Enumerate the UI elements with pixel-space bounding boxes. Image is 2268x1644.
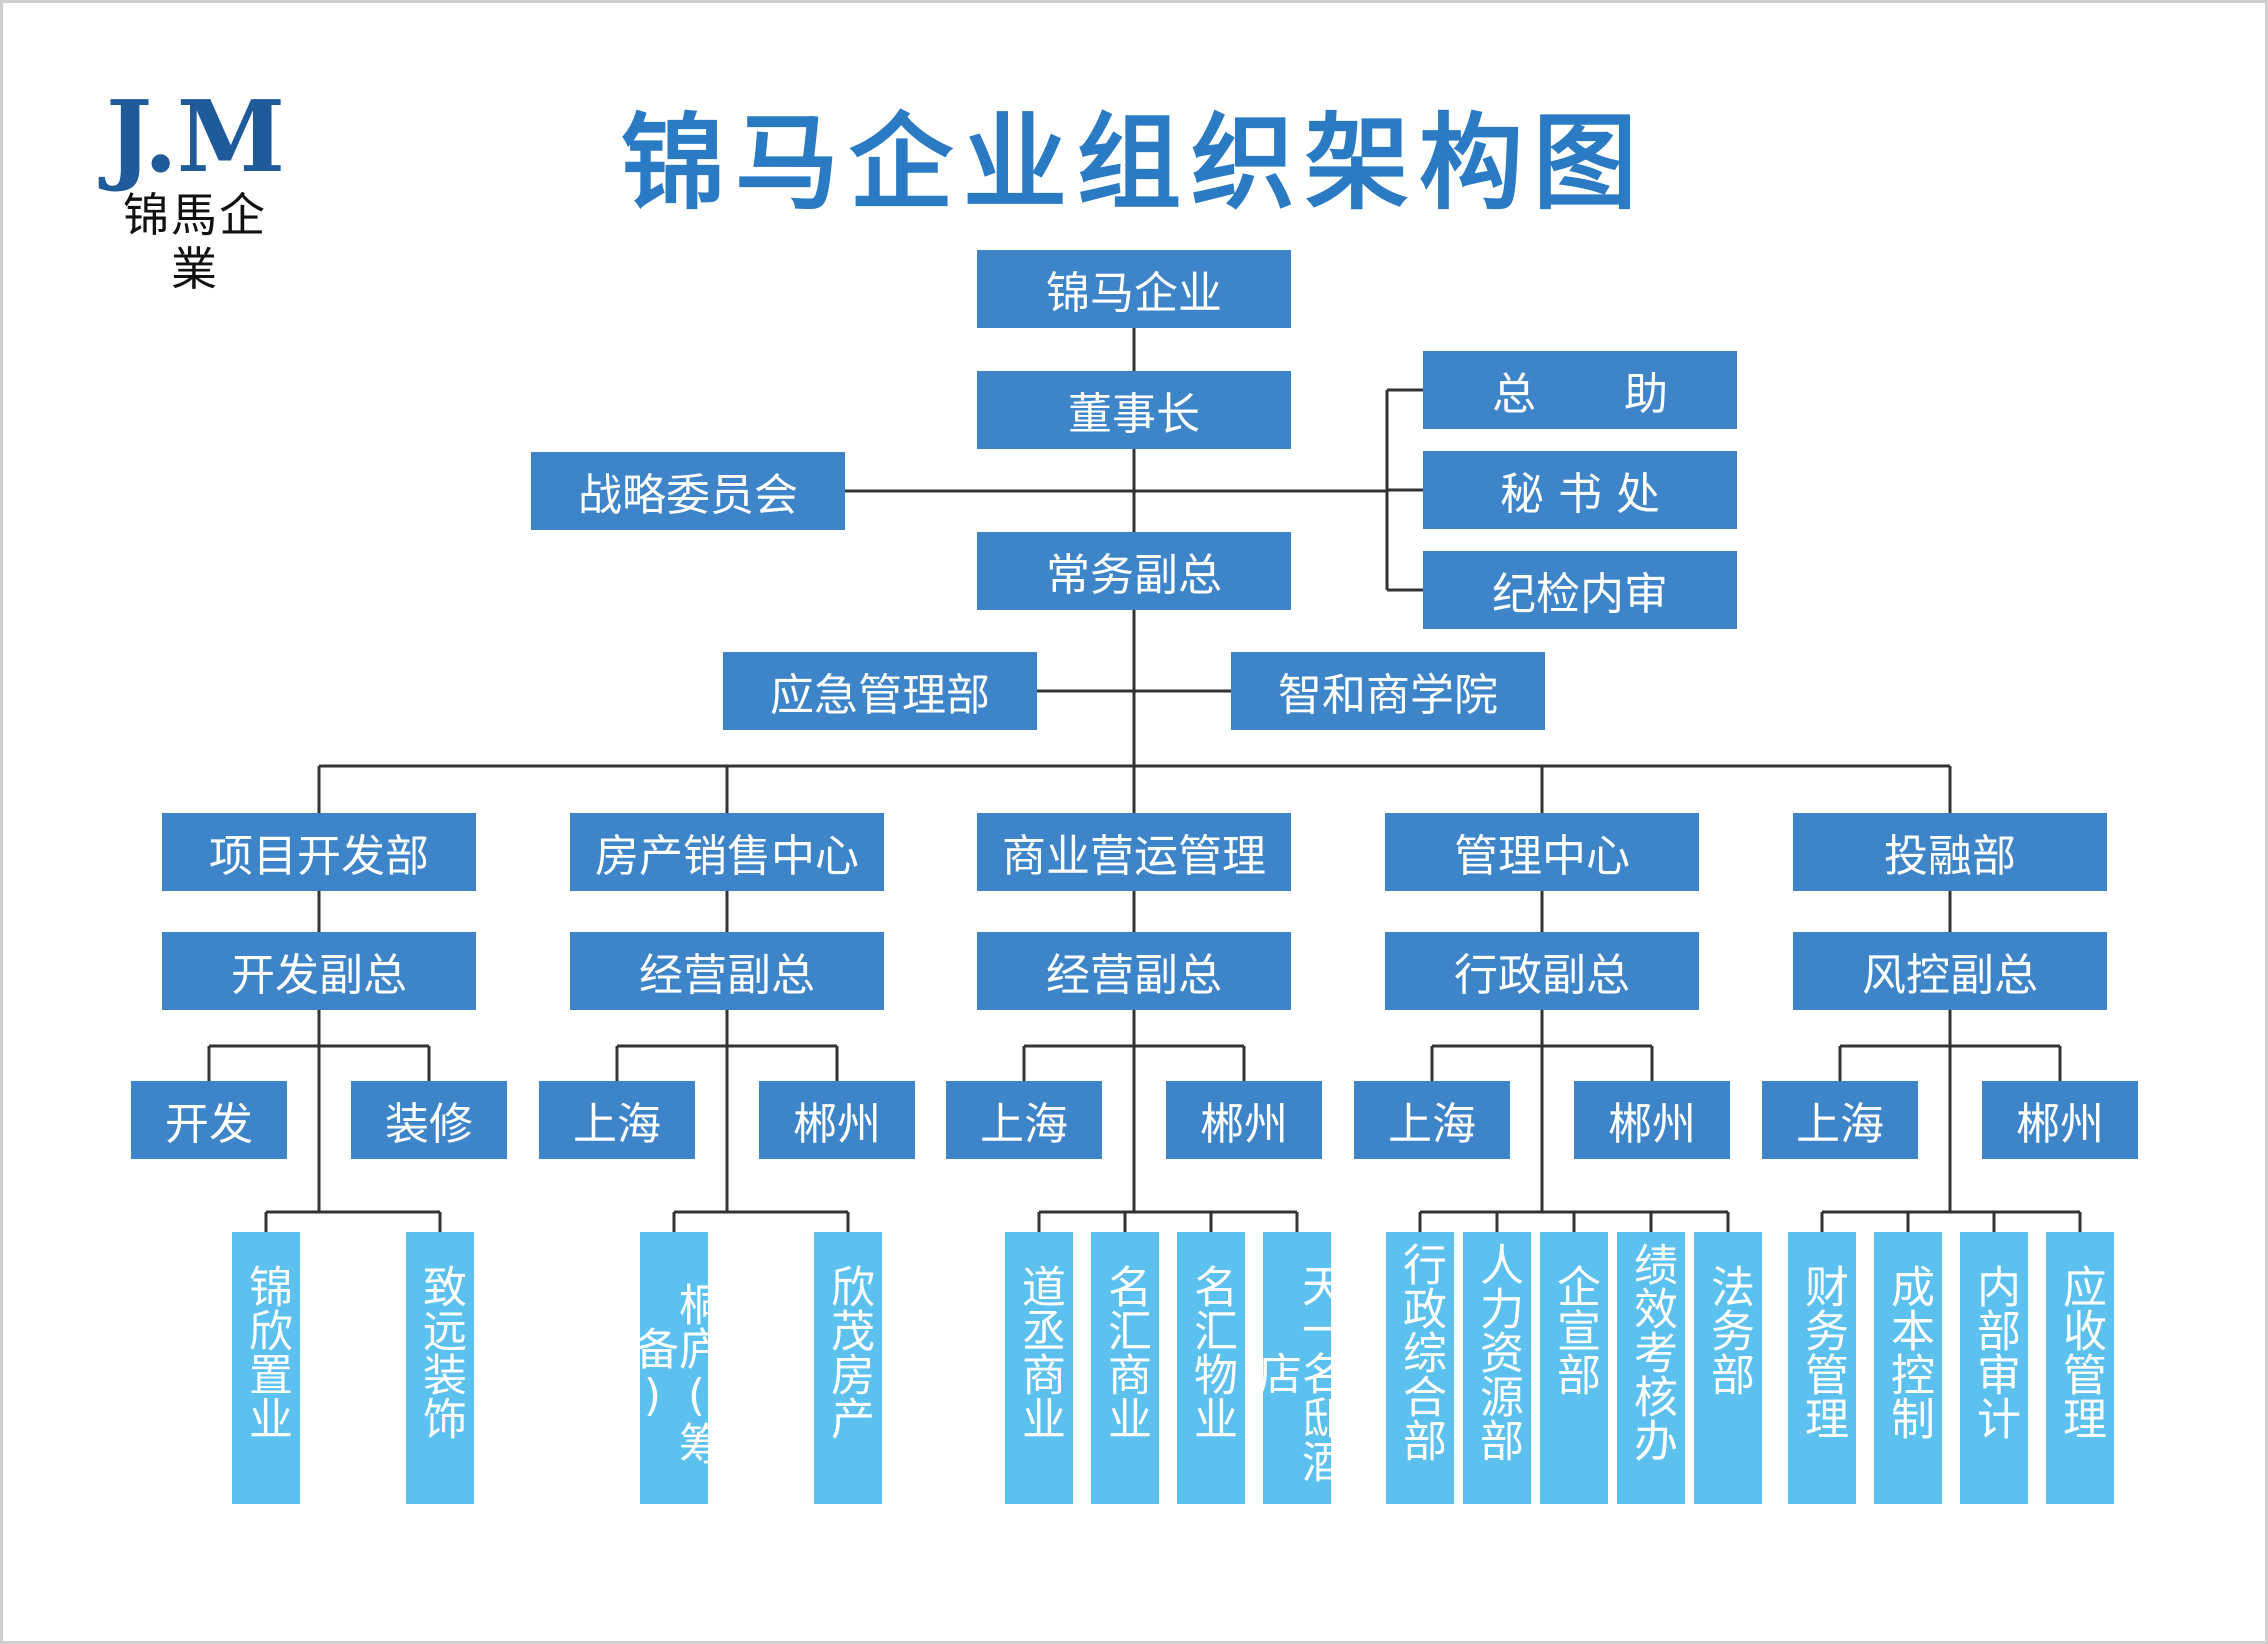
page-title: 锦马企业组织架构图 <box>620 102 1647 224</box>
leaf-box: 桐庐(筹备) <box>627 1232 722 1504</box>
leaf-label: 桐庐(筹备) <box>627 1281 722 1465</box>
leaf-box: 内部审计 <box>1960 1232 2028 1504</box>
leaf-box: 应收管理 <box>2046 1232 2114 1504</box>
leaf-label: 锦欣置业 <box>241 1264 292 1440</box>
leaf-label: 企宣部 <box>1549 1264 1600 1396</box>
leaf-label: 行政综合部 <box>1395 1242 1446 1462</box>
leaf-box: 天一名邸酒店 <box>1250 1232 1345 1504</box>
leaf-box: 行政综合部 <box>1386 1232 1454 1504</box>
vp-box: 经营副总 <box>570 932 884 1010</box>
leaf-box: 法务部 <box>1694 1232 1762 1504</box>
exec-vp-box: 常务副总 <box>977 532 1291 610</box>
dept-box: 商业营运管理 <box>977 813 1291 891</box>
dept-box: 管理中心 <box>1385 813 1699 891</box>
sub-box: 郴州 <box>1166 1081 1322 1159</box>
leaf-label: 应收管理 <box>2055 1264 2106 1440</box>
leaf-label: 财务管理 <box>1797 1264 1848 1440</box>
leaf-label: 道丞商业 <box>1014 1264 1065 1440</box>
vp-box: 行政副总 <box>1385 932 1699 1010</box>
leaf-label: 成本控制 <box>1883 1264 1934 1440</box>
leaf-box: 名汇商业 <box>1091 1232 1159 1504</box>
leaf-box: 锦欣置业 <box>232 1232 300 1504</box>
leaf-label: 欣茂房产 <box>823 1264 874 1440</box>
sub-box: 郴州 <box>759 1081 915 1159</box>
logo-text: 锦馬企業 <box>123 188 267 296</box>
sub-box: 开发 <box>131 1081 287 1159</box>
vp-box: 开发副总 <box>162 932 476 1010</box>
leaf-label: 名汇物业 <box>1186 1264 1237 1440</box>
sub-box: 上海 <box>1354 1081 1510 1159</box>
logo-mark: J.M <box>105 80 285 195</box>
leaf-box: 名汇物业 <box>1177 1232 1245 1504</box>
dept-box: 项目开发部 <box>162 813 476 891</box>
chairman-box: 董事长 <box>977 371 1291 449</box>
leaf-label: 天一名邸酒店 <box>1250 1263 1345 1483</box>
leaf-box: 绩效考核办 <box>1617 1232 1685 1504</box>
company-box: 锦马企业 <box>977 250 1291 328</box>
sub-box: 上海 <box>1762 1081 1918 1159</box>
secretariat-box: 秘 书 处 <box>1423 451 1737 529</box>
dept-box: 房产销售中心 <box>570 813 884 891</box>
vp-box: 经营副总 <box>977 932 1291 1010</box>
dept-box: 投融部 <box>1793 813 2107 891</box>
audit-box: 纪检内审 <box>1423 551 1737 629</box>
strategy-committee-box: 战略委员会 <box>531 452 845 530</box>
sub-box: 装修 <box>351 1081 507 1159</box>
leaf-label: 名汇商业 <box>1100 1264 1151 1440</box>
leaf-label: 致远装饰 <box>415 1264 466 1440</box>
leaf-box: 人力资源部 <box>1463 1232 1531 1504</box>
leaf-label: 法务部 <box>1703 1264 1754 1396</box>
leaf-box: 道丞商业 <box>1005 1232 1073 1504</box>
vp-box: 风控副总 <box>1793 932 2107 1010</box>
sub-box: 上海 <box>539 1081 695 1159</box>
emergency-dept-box: 应急管理部 <box>723 652 1037 730</box>
leaf-box: 成本控制 <box>1874 1232 1942 1504</box>
sub-box: 郴州 <box>1982 1081 2138 1159</box>
general-assistant-box: 总 助 <box>1423 351 1737 429</box>
leaf-label: 绩效考核办 <box>1626 1242 1677 1462</box>
leaf-label: 内部审计 <box>1969 1264 2020 1440</box>
leaf-box: 企宣部 <box>1540 1232 1608 1504</box>
sub-box: 上海 <box>946 1081 1102 1159</box>
leaf-box: 财务管理 <box>1788 1232 1856 1504</box>
logo: J.M 锦馬企業 <box>100 80 290 297</box>
leaf-box: 欣茂房产 <box>814 1232 882 1504</box>
leaf-label: 人力资源部 <box>1472 1242 1523 1462</box>
sub-box: 郴州 <box>1574 1081 1730 1159</box>
leaf-box: 致远装饰 <box>406 1232 474 1504</box>
academy-box: 智和商学院 <box>1231 652 1545 730</box>
